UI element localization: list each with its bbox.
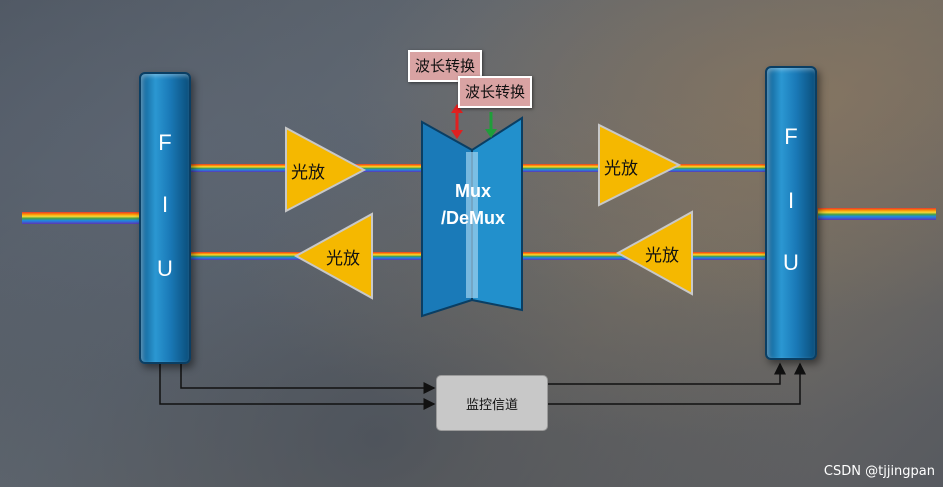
osc-wire-right-upper (547, 362, 786, 385)
fiu-left-letter-u: U (157, 256, 173, 281)
osc-wire-right-lower (547, 362, 806, 405)
fiu-right-letter-u: U (783, 250, 799, 275)
amp-label-lower-right: 光放 (645, 246, 679, 266)
osc-wire-left-outer (159, 362, 436, 410)
mux-demux-shape (421, 116, 523, 318)
amp-triangle-lower-left (293, 212, 373, 300)
mux-label-line2: /DeMux (440, 208, 505, 228)
red-arrow-head-up (451, 104, 463, 113)
amp-label-upper-left: 光放 (291, 163, 325, 183)
wavelength-converter-box-1: 波长转换 (408, 50, 483, 82)
amp-triangle-upper-left (285, 126, 367, 213)
output-fiber-line (818, 208, 936, 220)
fiu-left-letter-i: I (161, 192, 169, 217)
amp-triangle-lower-right (615, 210, 693, 296)
green-arrow-head (485, 129, 497, 138)
amp-label-lower-left: 光放 (326, 249, 360, 269)
amp-label-upper-right: 光放 (604, 159, 638, 179)
fiu-left-letter-f: F (158, 130, 172, 155)
watermark-text: CSDN @tjjingpan (823, 464, 935, 479)
red-arrow-head-down (451, 130, 463, 139)
amp-triangle-upper-right (598, 123, 682, 207)
osc-wire-left-inner (180, 362, 436, 394)
supervisory-channel-label: 监控信道 (465, 397, 518, 413)
fiu-left-panel: F I U (139, 72, 191, 364)
supervisory-channel-box: 监控信道 (436, 375, 548, 431)
fiu-right-panel: F I U (765, 66, 817, 360)
input-fiber-line (22, 212, 140, 224)
fiu-right-letter-i: I (787, 188, 795, 213)
wavelength-converter-box-2: 波长转换 (458, 76, 533, 108)
mux-label-line1: Mux (455, 181, 491, 201)
fiu-right-letter-f: F (784, 124, 798, 149)
